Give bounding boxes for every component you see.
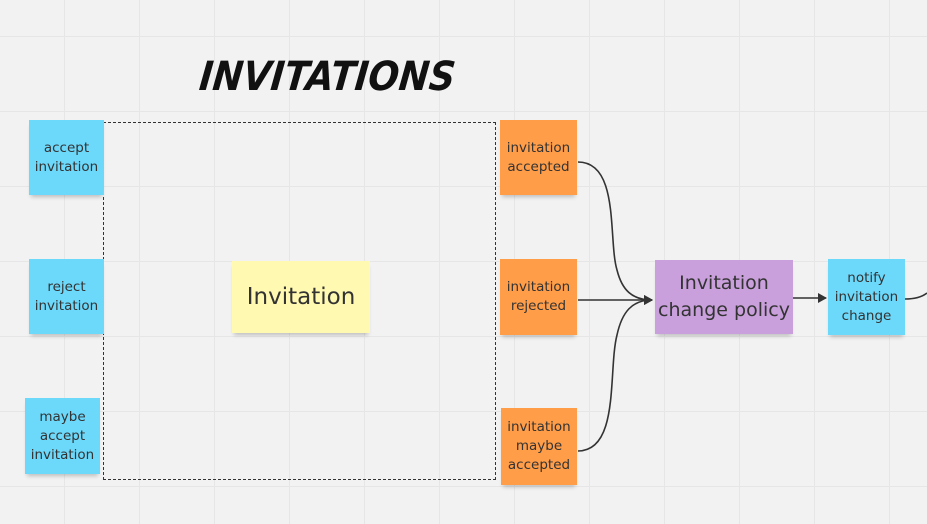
command-sticky-accept[interactable]: accept invitation xyxy=(29,120,104,195)
aggregate-sticky-invitation[interactable]: Invitation xyxy=(232,261,370,333)
event-sticky-label: invitation accepted xyxy=(506,139,571,175)
aggregate-sticky-label: Invitation xyxy=(246,284,356,310)
command-sticky-label: notify invitation change xyxy=(834,269,899,324)
event-sticky-rejected[interactable]: invitation rejected xyxy=(500,259,577,335)
command-sticky-maybe-accept[interactable]: maybe accept invitation xyxy=(25,398,100,474)
command-sticky-reject[interactable]: reject invitation xyxy=(29,259,104,334)
connector-maybe-to-policy xyxy=(577,295,653,452)
policy-sticky[interactable]: Invitation change policy xyxy=(655,260,793,334)
event-sticky-label: invitation rejected xyxy=(506,279,571,314)
command-sticky-label: reject invitation xyxy=(34,278,99,314)
command-sticky-label: accept invitation xyxy=(34,139,99,175)
connector-accepted-to-policy xyxy=(577,161,653,305)
connector-notify-outgoing xyxy=(904,292,927,300)
event-sticky-maybe-accepted[interactable]: invitation maybe accepted xyxy=(501,408,577,485)
event-sticky-label: invitation maybe accepted xyxy=(507,419,571,473)
diagram-title: INVITATIONS xyxy=(197,54,458,100)
command-sticky-label: maybe accept invitation xyxy=(30,408,95,463)
policy-sticky-label: Invitation change policy xyxy=(658,272,790,321)
command-sticky-notify[interactable]: notify invitation change xyxy=(828,259,905,335)
event-sticky-accepted[interactable]: invitation accepted xyxy=(500,120,577,195)
